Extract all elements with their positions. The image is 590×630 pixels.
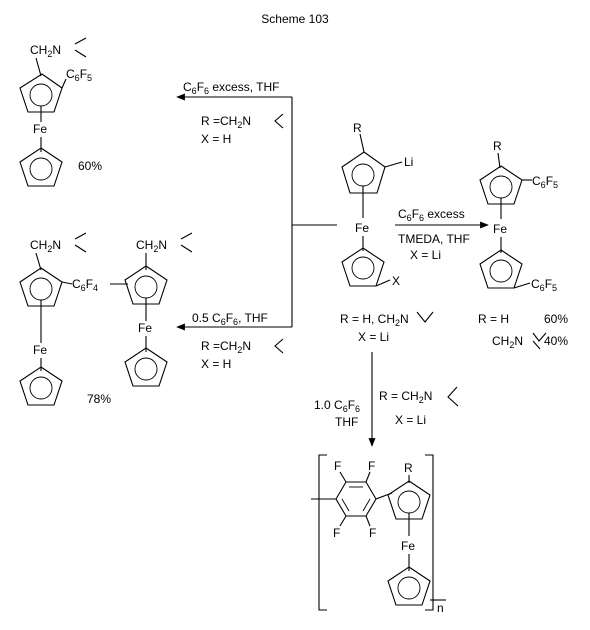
svg-text:C6F5: C6F5: [66, 67, 92, 83]
svg-text:R: R: [493, 139, 502, 153]
product-bis-pentafluorophenyl-ferrocene: R C6F5 Fe C6F5: [479, 139, 558, 293]
right-yield-amine-r: CH2N: [492, 334, 523, 350]
r-substituent-label: R: [353, 121, 362, 135]
svg-text:C6F5: C6F5: [531, 277, 557, 293]
svg-text:CH2N: CH2N: [136, 238, 167, 254]
bottom-left-reagent: 0.5 C6F6, THF: [192, 311, 268, 327]
top-left-x-condition: X = H: [201, 132, 231, 146]
svg-text:F: F: [369, 526, 376, 540]
svg-text:C6F4: C6F4: [72, 277, 98, 293]
down-r-condition: R = CH2N: [379, 389, 432, 405]
bottom-left-yield: 78%: [87, 392, 111, 406]
x-option-label: X = Li: [358, 330, 389, 344]
svg-text:Fe: Fe: [493, 222, 507, 236]
starting-ferrocene: R Li Fe X: [341, 121, 413, 288]
product-pentafluorophenyl-ferrocene: CH2N C6F5 Fe: [19, 37, 92, 187]
repeat-unit-n: n: [437, 601, 444, 615]
scheme-title: Scheme 103: [261, 12, 329, 26]
bottom-left-x-condition: X = H: [201, 357, 231, 371]
top-left-yield: 60%: [78, 159, 102, 173]
right-yield-h-value: 60%: [544, 312, 568, 326]
polymer-product: n F F F F R Fe: [311, 454, 446, 615]
down-solvent: THF: [335, 415, 358, 429]
top-left-r-condition: R =CH2N: [201, 114, 251, 130]
svg-text:C6F5: C6F5: [532, 174, 558, 190]
product-bis-ferrocenyl-tetrafluorophenylene: CH2N C6F4 Fe CH2N Fe: [19, 232, 193, 406]
bottom-left-r-condition: R =CH2N: [201, 339, 251, 355]
right-solvent: TMEDA, THF: [398, 232, 470, 246]
svg-text:F: F: [368, 459, 375, 473]
right-x-condition: X = Li: [410, 248, 441, 262]
svg-text:Fe: Fe: [401, 539, 415, 553]
svg-text:F: F: [334, 459, 341, 473]
right-yield-amine-value: 40%: [544, 334, 568, 348]
svg-text:R: R: [404, 461, 413, 475]
svg-text:CH2N: CH2N: [30, 238, 61, 254]
fe-label: Fe: [355, 221, 369, 235]
down-x-condition: X = Li: [395, 413, 426, 427]
right-yield-r-h: R = H: [478, 312, 509, 326]
down-reagent: 1.0 C6F6: [314, 398, 360, 414]
li-label: Li: [404, 155, 413, 169]
top-left-reagent: C6F6 excess, THF: [183, 80, 280, 96]
svg-text:Fe: Fe: [138, 321, 152, 335]
svg-text:F: F: [333, 526, 340, 540]
svg-text:CH2N: CH2N: [30, 43, 61, 59]
x-substituent-label: X: [392, 274, 400, 288]
svg-text:Fe: Fe: [33, 122, 47, 136]
r-options-label: R = H, CH2N: [340, 312, 409, 328]
right-reagent: C6F6 excess: [398, 207, 465, 223]
svg-text:Fe: Fe: [33, 343, 47, 357]
